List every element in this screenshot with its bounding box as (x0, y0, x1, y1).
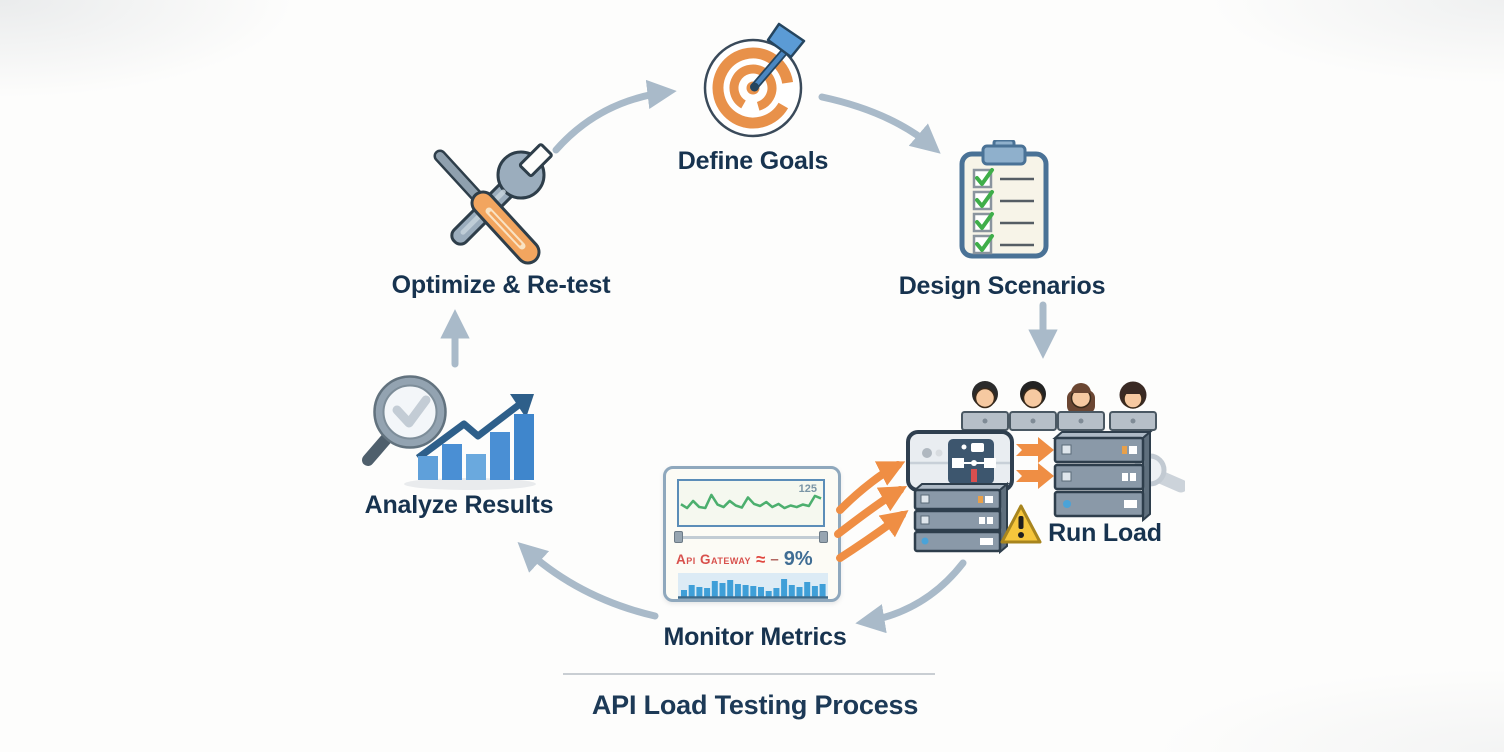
step-label-optimize-retest: Optimize & Re-test (391, 271, 611, 299)
mini-bar-chart (678, 573, 828, 599)
arrow-traffic-1 (836, 461, 906, 514)
metric-dash: – (770, 550, 779, 568)
person-3 (1057, 383, 1105, 431)
sparkline (680, 493, 822, 510)
server-stack-right (1052, 429, 1153, 523)
slider-handle-left (674, 531, 683, 543)
target-dart-icon (703, 22, 806, 138)
gateway-box (906, 430, 1014, 492)
dart-icon (750, 22, 806, 92)
wrench-screwdriver-icon (433, 143, 553, 265)
shadow (404, 478, 536, 490)
arrow-traffic-3 (836, 510, 909, 562)
step-label-define-goals: Define Goals (677, 147, 829, 175)
load-arrows-icon (1016, 437, 1054, 489)
arrow-optimize-to-define (552, 79, 677, 154)
person-2 (1009, 381, 1057, 431)
arrow-runload-to-monitor (855, 559, 967, 634)
metric-value: 9% (783, 547, 813, 570)
arrow-define-to-design (818, 93, 941, 154)
line-chart-panel: 125 (677, 479, 825, 527)
step-label-monitor-metrics: Monitor Metrics (663, 623, 847, 651)
slider-handle-right (819, 531, 828, 543)
arrow-monitor-to-analyze (517, 542, 659, 620)
clipboard-checklist-icon (959, 140, 1049, 259)
dashboard-metrics-icon: 125 Api Gateway ≈ – 9% (663, 466, 841, 602)
bar-chart-icon (418, 414, 534, 480)
server-stack-left (912, 481, 1010, 555)
magnifier-icon (362, 375, 447, 466)
metric-label: Api Gateway (676, 551, 752, 567)
users-laptops-icon (906, 381, 1185, 555)
step-label-design-scenarios: Design Scenarios (898, 272, 1106, 300)
person-1 (961, 381, 1009, 431)
waves-icon: ≈ (756, 549, 766, 569)
person-4 (1109, 381, 1157, 431)
page-title: API Load Testing Process (591, 690, 919, 720)
warning-triangle-icon (1000, 504, 1042, 544)
step-label-run-load: Run Load (1048, 519, 1162, 547)
wrench-icon (450, 143, 553, 246)
step-label-analyze-results: Analyze Results (364, 491, 554, 519)
magnifier-bar-chart-icon (362, 375, 536, 490)
scroll-slider (674, 531, 828, 543)
growth-arrow-icon (415, 394, 534, 461)
metric-row: Api Gateway ≈ – 9% (676, 547, 834, 571)
checklist-rows (972, 168, 1034, 255)
peak-value: 125 (798, 483, 817, 495)
title-rule (563, 673, 935, 675)
arrow-traffic-2 (834, 485, 908, 538)
screwdriver-icon (433, 149, 541, 265)
